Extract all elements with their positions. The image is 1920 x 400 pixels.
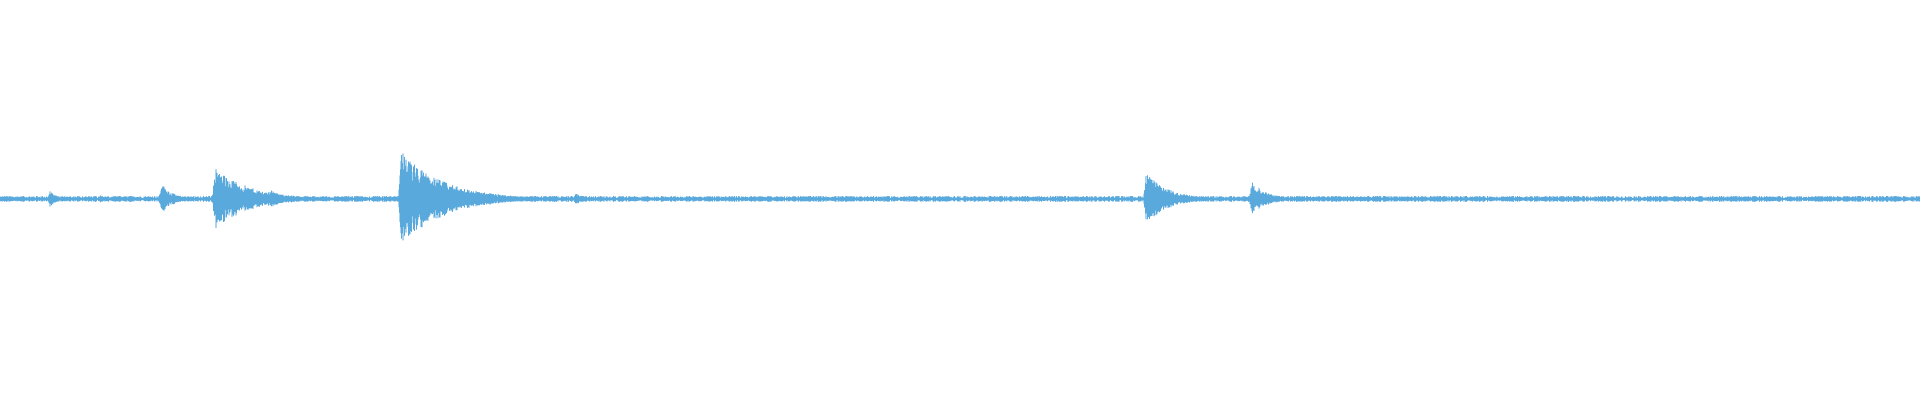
waveform-trace: [0, 153, 1920, 241]
